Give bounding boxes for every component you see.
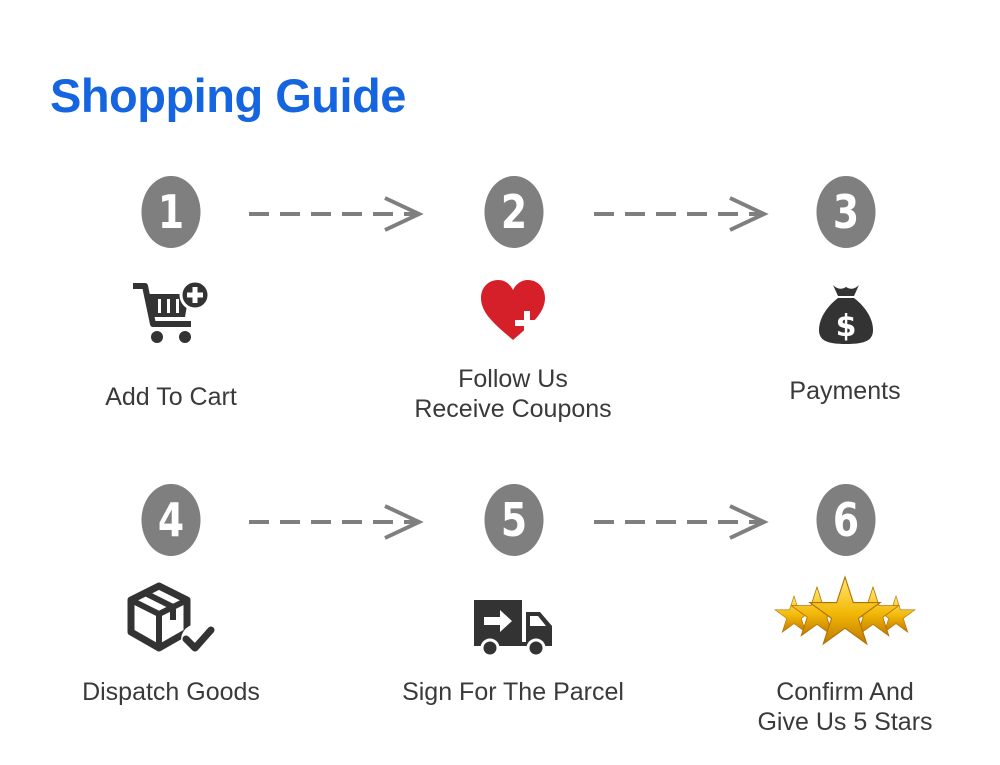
step-6-label: Confirm And Give Us 5 Stars <box>695 677 995 737</box>
step-2-label-line-2: Receive Coupons <box>414 395 612 423</box>
step-2-label: Follow Us Receive Coupons <box>363 364 663 424</box>
step-3-label-line: Payments <box>789 377 901 405</box>
step-6-number: 6 <box>816 484 876 556</box>
step-6-label-line-2: Give Us 5 Stars <box>757 708 933 736</box>
box-check-icon <box>127 582 215 656</box>
money-bag-icon: $ <box>819 285 873 344</box>
dashed-arrow-icon <box>249 196 424 232</box>
step-1-number: 1 <box>141 176 201 248</box>
step-1-label: Add To Cart <box>21 382 321 412</box>
step-5-label: Sign For The Parcel <box>363 677 663 707</box>
step-4-label-line: Dispatch Goods <box>82 678 260 706</box>
heart-plus-icon <box>481 280 545 340</box>
page-title: Shopping Guide <box>50 69 406 122</box>
step-5-label-line: Sign For The Parcel <box>402 678 624 706</box>
step-3-number: 3 <box>816 176 876 248</box>
svg-text:$: $ <box>836 309 857 344</box>
step-4-label: Dispatch Goods <box>21 677 321 707</box>
dashed-arrow-icon <box>594 196 769 232</box>
cart-plus-icon <box>133 280 211 343</box>
step-5-number: 5 <box>484 484 544 556</box>
step-3-label: Payments <box>695 376 995 406</box>
step-2-number: 2 <box>484 176 544 248</box>
dashed-arrow-icon <box>594 504 769 540</box>
delivery-truck-icon <box>474 600 552 658</box>
step-6-label-line-1: Confirm And <box>776 678 914 706</box>
step-2-label-line-1: Follow Us <box>458 365 568 393</box>
dashed-arrow-icon <box>249 504 424 540</box>
step-1-label-line: Add To Cart <box>105 383 237 411</box>
five-stars-icon <box>774 575 916 646</box>
step-4-number: 4 <box>141 484 201 556</box>
